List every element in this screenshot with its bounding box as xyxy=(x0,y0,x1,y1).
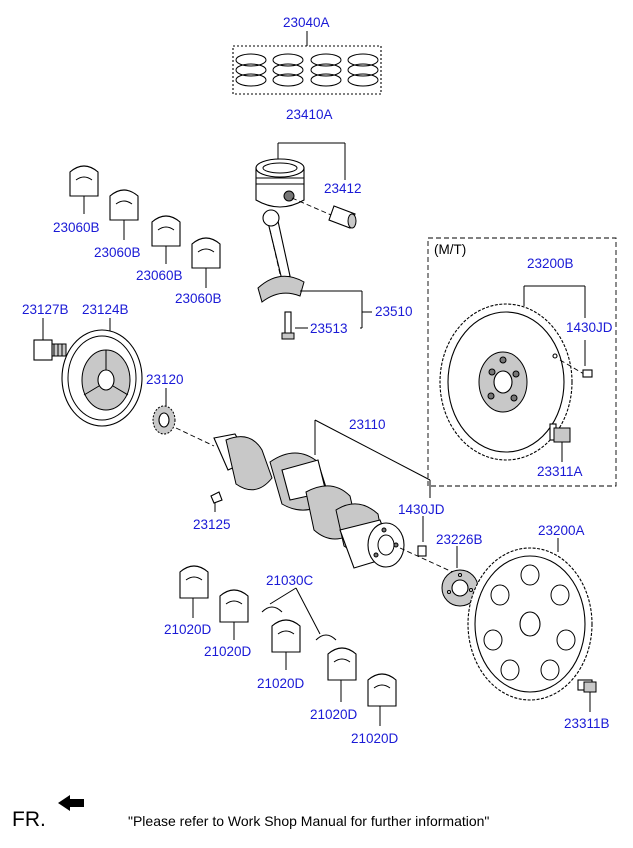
front-arrow-icon xyxy=(58,795,84,811)
part-21020D-label-3[interactable]: 21020D xyxy=(257,676,305,691)
part-23120-label[interactable]: 23120 xyxy=(146,372,184,387)
part-23124B-label[interactable]: 23124B xyxy=(82,302,129,317)
adapter-plate-drawing xyxy=(441,546,479,607)
drive-plate-at-drawing xyxy=(467,538,597,712)
part-23311B-label[interactable]: 23311B xyxy=(564,716,610,731)
conrod-bearings-drawing xyxy=(69,165,221,288)
crank-pulley-drawing xyxy=(33,318,143,427)
workshop-manual-note: "Please refer to Work Shop Manual for fu… xyxy=(128,813,490,829)
part-23410A-label[interactable]: 23410A xyxy=(286,107,333,122)
manual-transmission-box xyxy=(427,237,617,487)
part-23200B-label[interactable]: 23200B xyxy=(527,256,574,271)
manual-transmission-label: (M/T) xyxy=(434,242,467,257)
part-23412-label[interactable]: 23412 xyxy=(324,181,362,196)
part-23127B-label[interactable]: 23127B xyxy=(22,302,69,317)
part-23110-label[interactable]: 23110 xyxy=(349,417,386,432)
part-23200A-label[interactable]: 23200A xyxy=(538,523,585,538)
connecting-rod-drawing xyxy=(257,209,372,340)
part-23060B-label-2[interactable]: 23060B xyxy=(94,245,141,260)
main-bearings-drawing xyxy=(179,565,397,726)
part-21020D-label-4[interactable]: 21020D xyxy=(310,707,358,722)
crankshaft-drawing xyxy=(175,419,431,569)
part-23510-label[interactable]: 23510 xyxy=(375,304,413,319)
front-direction-label: FR. xyxy=(12,808,46,831)
part-23060B-label-4[interactable]: 23060B xyxy=(175,291,222,306)
piston-ring-set-drawing xyxy=(232,31,382,95)
part-23125-label[interactable]: 23125 xyxy=(193,517,231,532)
part-1430JD-label-crank[interactable]: 1430JD xyxy=(398,502,445,517)
part-23060B-label-1[interactable]: 23060B xyxy=(53,220,100,235)
part-1430JD-label-flywheel[interactable]: 1430JD xyxy=(566,320,613,335)
part-21030C-label[interactable]: 21030C xyxy=(266,573,314,588)
part-21020D-label-5[interactable]: 21020D xyxy=(351,731,399,746)
part-23226B-label[interactable]: 23226B xyxy=(436,532,483,547)
piston-drawing xyxy=(255,142,357,229)
part-21020D-label-1[interactable]: 21020D xyxy=(164,622,212,637)
flywheel-mt-drawing xyxy=(439,285,593,462)
part-21020D-label-2[interactable]: 21020D xyxy=(204,644,252,659)
part-23311A-label[interactable]: 23311A xyxy=(537,464,583,479)
part-23040A-label[interactable]: 23040A xyxy=(283,15,330,30)
part-23513-label[interactable]: 23513 xyxy=(310,321,348,336)
part-23060B-label-3[interactable]: 23060B xyxy=(136,268,183,283)
crank-sprocket-drawing xyxy=(152,388,176,435)
